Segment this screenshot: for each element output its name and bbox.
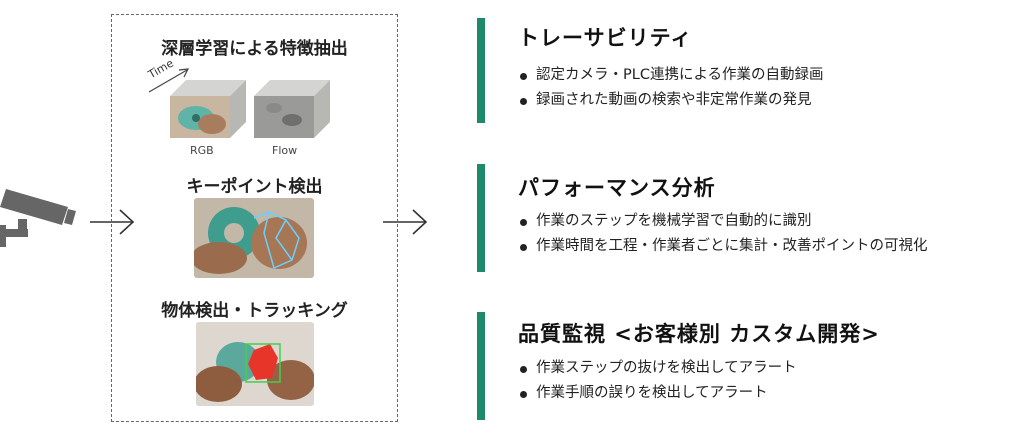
list-item: 作業時間を工程・作業者ごとに集計・改善ポイントの可視化 xyxy=(518,234,928,259)
flow-label: Flow xyxy=(272,144,298,157)
keypoint-detection-image xyxy=(194,198,314,278)
object-detection-image xyxy=(196,322,314,406)
quality-monitoring-bullets: 作業ステップの抜けを検出してアラート 作業手順の誤りを検出してアラート xyxy=(518,356,797,406)
section-accent-bar xyxy=(477,164,485,272)
rgb-frame-stack xyxy=(170,80,246,138)
quality-monitoring-title: 品質監視 <お客様別 カスタム開発> xyxy=(518,322,880,346)
performance-analysis-title: パフォーマンス分析 xyxy=(518,176,716,200)
performance-analysis-bullets: 作業のステップを機械学習で自動的に識別 作業時間を工程・作業者ごとに集計・改善ポ… xyxy=(518,209,928,259)
arrow-right-icon xyxy=(383,209,428,235)
section-accent-bar xyxy=(477,312,485,420)
rgb-label: RGB xyxy=(190,144,214,157)
list-item: 作業ステップの抜けを検出してアラート xyxy=(518,356,797,381)
object-detection-title: 物体検出・トラッキング xyxy=(161,301,348,321)
traceability-title: トレーサビリティ xyxy=(518,26,693,50)
time-axis-arrow-icon xyxy=(148,68,190,93)
list-item: 録画された動画の検索や非定常作業の発見 xyxy=(518,88,824,113)
list-item: 認定カメラ・PLC連携による作業の自動録画 xyxy=(518,63,824,88)
list-item: 作業手順の誤りを検出してアラート xyxy=(518,381,797,406)
feature-extraction-title: 深層学習による特徴抽出 xyxy=(161,39,348,59)
list-item: 作業のステップを機械学習で自動的に識別 xyxy=(518,209,928,234)
pipeline-box xyxy=(111,14,398,422)
section-accent-bar xyxy=(477,18,485,123)
security-camera-icon xyxy=(0,189,76,247)
flow-frame-stack xyxy=(254,80,330,138)
traceability-bullets: 認定カメラ・PLC連携による作業の自動録画 録画された動画の検索や非定常作業の発… xyxy=(518,63,824,113)
keypoint-detection-title: キーポイント検出 xyxy=(186,177,323,197)
